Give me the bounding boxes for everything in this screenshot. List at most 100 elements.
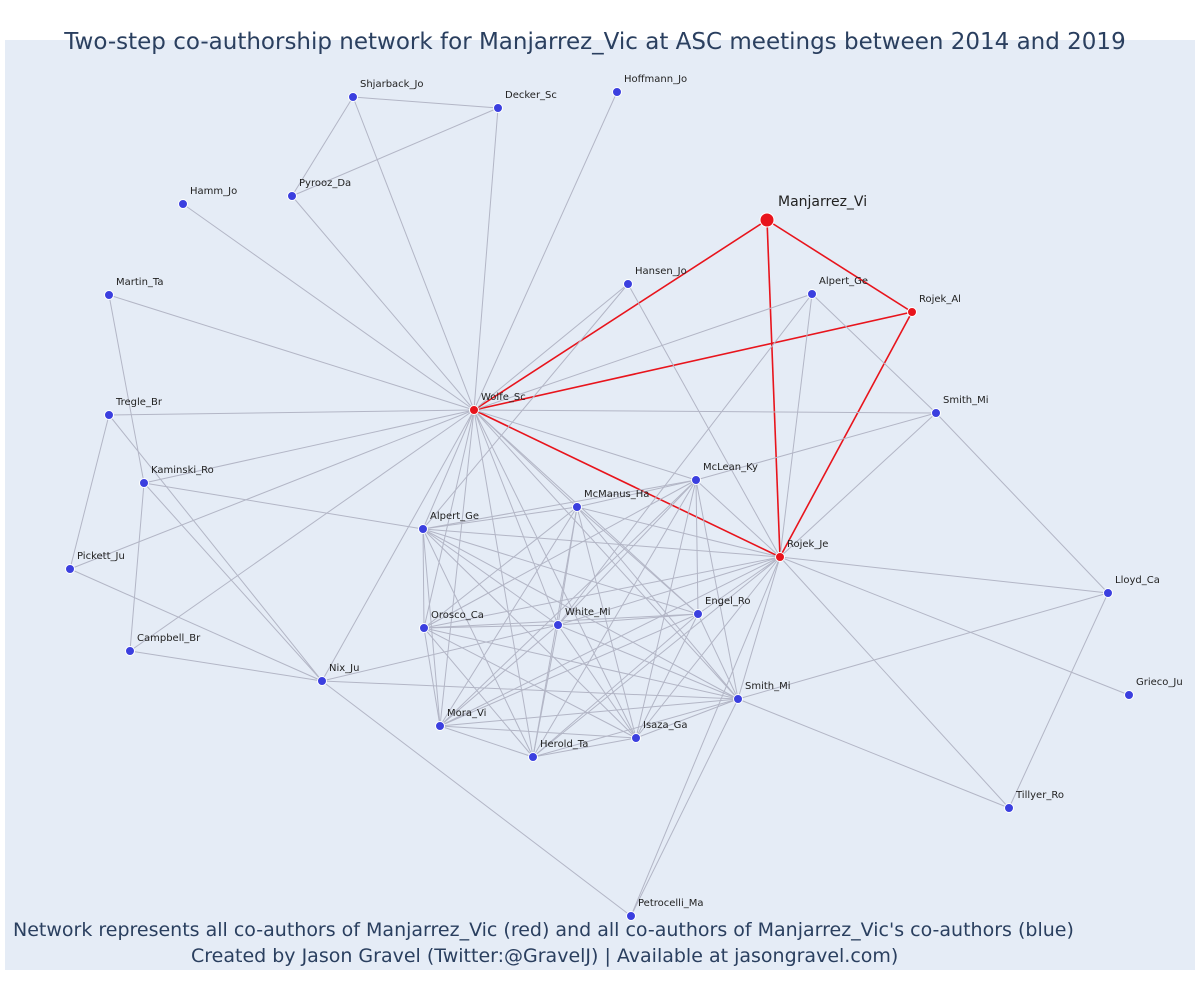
node-lloyd[interactable]: Lloyd_Ca [1103,575,1160,598]
node-label: Grieco_Ju [1136,677,1183,688]
node-pyrooz[interactable]: Pyrooz_Da [287,178,352,201]
node-label: Hamm_Jo [190,186,237,197]
node-herold[interactable]: Herold_Ta [528,739,589,762]
node-tillyer[interactable]: Tillyer_Ro [1004,790,1064,813]
edge-mclean-engel [695,479,699,615]
node-decker[interactable]: Decker_Sc [493,90,557,113]
node-label: Campbell_Br [137,633,201,644]
edge-engel-herold [532,613,699,758]
edge-kaminski-wolfe [143,409,475,484]
edge-wolfe-mclean [473,409,697,481]
node-hansen[interactable]: Hansen_Jo [623,266,687,289]
node-rojekJe[interactable]: Rojek_Je [775,539,829,562]
edge-pickett-wolfe [69,409,475,570]
edge-white-orosco [423,624,559,629]
edge-smithTop-mclean [695,412,937,481]
node-label: Pyrooz_Da [299,178,351,189]
node-mora[interactable]: Mora_Vi [435,708,487,731]
node-marker [1124,690,1134,700]
edge-tregle-pickett [69,414,110,570]
node-alpertMid[interactable]: Alpert_Ge [418,511,480,534]
node-label: Smith_Mi [943,395,989,406]
node-marker [418,524,428,534]
node-label: McManus_Ha [584,489,649,500]
edge-shjarback-pyrooz [291,96,354,197]
node-manjarrez[interactable]: Manjarrez_Vi [759,194,867,228]
node-label: Smith_Mi [745,681,791,692]
node-marker [612,87,622,97]
node-shjarback[interactable]: Shjarback_Jo [348,79,424,102]
node-marker [572,502,582,512]
edge-wolfe-rojekJe [473,409,781,558]
node-label: Manjarrez_Vi [778,194,867,210]
edge-rojekJe-engel [697,556,781,615]
edge-nix-white [321,624,559,682]
edge-rojekJe-isaza [635,556,781,739]
node-marker [775,552,785,562]
node-hoffmann[interactable]: Hoffmann_Jo [612,74,688,97]
edge-decker-pyrooz [291,107,499,197]
edge-hamm-wolfe [182,203,475,411]
node-label: Alpert_Ge [819,276,868,287]
node-label: Martin_Ta [116,277,164,288]
node-marker [931,408,941,418]
node-marker [626,911,636,921]
edge-rojekJe-lloyd [779,556,1109,594]
node-hamm[interactable]: Hamm_Jo [178,186,238,209]
node-isaza[interactable]: Isaza_Ga [631,720,688,743]
node-label: Rojek_Al [919,294,961,305]
edge-isaza-herold [532,737,637,758]
node-grieco[interactable]: Grieco_Ju [1124,677,1183,700]
edge-alpertTop-smithTop [811,293,937,414]
edge-nix-smithBot [321,680,739,700]
node-label: Rojek_Je [787,539,828,550]
edge-alpertMid-engel [422,528,699,615]
node-alpertTop[interactable]: Alpert_Ge [807,276,869,299]
node-martin[interactable]: Martin_Ta [104,277,164,300]
node-mclean[interactable]: McLean_Ky [691,462,758,485]
node-marker [125,646,135,656]
edge-alpertTop-wolfe [473,293,813,411]
node-wolfe[interactable]: Wolfe_Sc [469,392,526,415]
edge-alpertMid-smithBot [422,528,739,700]
edge-manjarrez-rojekJe [766,219,781,558]
edge-mclean-mora [439,479,697,727]
node-marker [528,752,538,762]
node-rojekAl[interactable]: Rojek_Al [907,294,961,317]
plot-area [5,40,1195,970]
node-smithBot[interactable]: Smith_Mi [733,681,791,704]
node-pickett[interactable]: Pickett_Ju [65,551,125,574]
node-smithTop[interactable]: Smith_Mi [931,395,989,418]
edge-tregle-wolfe [108,409,475,416]
node-nix[interactable]: Nix_Ju [317,663,360,686]
node-campbell[interactable]: Campbell_Br [125,633,202,656]
node-marker [807,289,817,299]
edge-rojekJe-orosco [423,556,781,629]
node-label: Isaza_Ga [643,720,688,731]
node-marker [104,290,114,300]
node-mcmanus[interactable]: McManus_Ha [572,489,650,512]
edge-mcmanus-mora [439,506,578,727]
node-engel[interactable]: Engel_Ro [693,596,751,619]
node-marker [287,191,297,201]
edge-engel-smithBot [697,613,739,700]
edge-mcmanus-engel [576,506,699,615]
edge-alpertTop-white [557,293,813,626]
edge-kaminski-nix [143,482,323,682]
edge-pickett-nix [69,568,323,682]
chart-title: Two-step co-authorship network for Manja… [64,29,1126,55]
edge-decker-wolfe [473,107,499,411]
node-kaminski[interactable]: Kaminski_Ro [139,465,214,488]
edge-wolfe-engel [473,409,699,615]
edge-mora-herold [439,725,534,758]
edge-alpertMid-orosco [422,528,425,629]
node-marker [435,721,445,731]
node-marker [733,694,743,704]
node-label: White_Mi [565,607,610,618]
node-petrocelli[interactable]: Petrocelli_Ma [626,898,704,921]
node-tregle[interactable]: Tregle_Br [104,397,163,420]
node-marker [139,478,149,488]
node-white[interactable]: White_Mi [553,607,611,630]
node-orosco[interactable]: Orosco_Ca [419,610,484,633]
edge-alpertMid-isaza [422,528,637,739]
